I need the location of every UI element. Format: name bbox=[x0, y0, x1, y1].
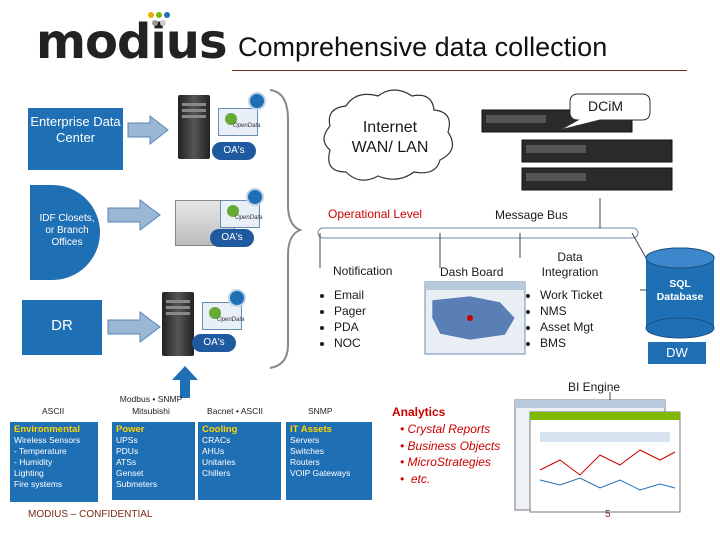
box-item: AHUs bbox=[202, 446, 225, 456]
box-item: Unitaries bbox=[202, 457, 236, 467]
box-item: Genset bbox=[116, 468, 144, 478]
integration-list: Work Ticket NMS Asset Mgt BMS bbox=[522, 287, 602, 351]
box-title: Cooling bbox=[202, 424, 238, 435]
dw-box bbox=[648, 342, 706, 364]
notification-item: Email bbox=[334, 287, 366, 303]
arrow-dr bbox=[107, 311, 161, 343]
cloud-label: Internet WAN/ LAN bbox=[338, 118, 442, 158]
analytics-item: • Crystal Reports bbox=[400, 422, 491, 436]
analytics-title: Analytics bbox=[392, 405, 446, 419]
box-item: ATSs bbox=[116, 457, 137, 467]
dashboard-label: Dash Board bbox=[440, 265, 504, 279]
operational-level-label: Operational Level bbox=[328, 207, 423, 221]
title-rule bbox=[232, 70, 687, 71]
data-integration-label: Data Integration bbox=[541, 250, 599, 279]
box-title: Power bbox=[116, 424, 145, 435]
modius-logo: modius bbox=[36, 14, 228, 70]
bi-engine-label: BI Engine bbox=[568, 380, 621, 394]
idf-branch-label: IDF Closets, or Branch Offices bbox=[39, 213, 95, 248]
enterprise-server bbox=[178, 95, 210, 159]
notification-item: NOC bbox=[334, 335, 366, 351]
connector-knob-3 bbox=[228, 289, 246, 307]
integration-item: Asset Mgt bbox=[540, 319, 602, 335]
connector-knob-2 bbox=[246, 188, 264, 206]
cloud-line-1: Internet bbox=[362, 119, 418, 136]
opendata-badge-3: OpenData bbox=[202, 302, 244, 330]
slide-title: Comprehensive data collection bbox=[238, 32, 608, 62]
it-assets-box: IT Assets Servers Switches Routers VOIP … bbox=[286, 422, 372, 500]
box-title: Environmental bbox=[14, 424, 80, 435]
box-item: Switches bbox=[290, 446, 325, 456]
box-item: - Humidity bbox=[14, 457, 53, 467]
notification-item: Pager bbox=[334, 303, 366, 319]
box-item: UPSs bbox=[116, 435, 138, 445]
notification-label: Notification bbox=[333, 264, 393, 278]
sql-database-label: SQL Database bbox=[656, 278, 704, 303]
integration-item: Work Ticket bbox=[540, 287, 602, 303]
protocol-mitsubishi: Mitsubishi bbox=[132, 406, 170, 416]
analytics-item: • MicroStrategies bbox=[400, 455, 491, 469]
arrow-idf bbox=[107, 199, 161, 231]
message-bus-bar bbox=[317, 227, 639, 239]
box-title: IT Assets bbox=[290, 424, 332, 435]
protocol-ascii: ASCII bbox=[42, 406, 65, 416]
dr-label: DR bbox=[51, 317, 73, 334]
box-item: VOIP Gateways bbox=[290, 468, 351, 478]
analytics-item: • etc. bbox=[400, 471, 431, 486]
oa-tag-3: OA's bbox=[192, 334, 236, 352]
notification-item: PDA bbox=[334, 319, 366, 335]
enterprise-label: Enterprise Data Center bbox=[30, 114, 121, 145]
bi-screen-2 bbox=[529, 411, 681, 513]
analytics-list: • Crystal Reports • Business Objects • M… bbox=[390, 421, 500, 487]
opendata-badge-1: OpenData bbox=[218, 108, 260, 136]
brace bbox=[269, 89, 303, 369]
analytics-item: • Business Objects bbox=[400, 438, 501, 453]
protocol-modbus: Modbus • SNMP bbox=[119, 394, 183, 404]
cloud-shape bbox=[323, 89, 454, 181]
arrow-enterprise bbox=[127, 114, 169, 146]
oa-tag-1: OA's bbox=[212, 142, 256, 160]
environmental-box: Environmental Wireless Sensors - Tempera… bbox=[10, 422, 98, 502]
box-item: Fire systems bbox=[14, 479, 63, 489]
message-bus-label: Message Bus bbox=[495, 208, 568, 222]
dw-label: DW bbox=[666, 345, 688, 360]
cloud-line-2: WAN/ LAN bbox=[351, 139, 429, 156]
footer-confidential: MODIUS – CONFIDENTIAL bbox=[28, 509, 153, 520]
integration-item: BMS bbox=[540, 335, 602, 351]
box-item: PDUs bbox=[116, 446, 139, 456]
box-item: Servers bbox=[290, 435, 320, 445]
dr-server bbox=[162, 292, 194, 356]
connector-knob-1 bbox=[248, 92, 266, 110]
arrow-up-dr bbox=[172, 366, 198, 398]
box-item: Routers bbox=[290, 457, 320, 467]
integration-item: NMS bbox=[540, 303, 602, 319]
page-number: 5 bbox=[605, 509, 611, 520]
dr-box: DR bbox=[22, 300, 102, 355]
box-item: Chillers bbox=[202, 468, 231, 478]
oa-tag-2: OA's bbox=[210, 229, 254, 247]
protocol-bacnet: Bacnet • ASCII bbox=[207, 406, 263, 416]
box-item: CRACs bbox=[202, 435, 231, 445]
protocol-snmp: SNMP bbox=[308, 406, 333, 416]
box-item: - Temperature bbox=[14, 446, 67, 456]
logo-dots bbox=[148, 12, 172, 28]
power-box: Power UPSs PDUs ATSs Genset Submeters bbox=[112, 422, 195, 500]
dcim-callout bbox=[559, 93, 651, 131]
dcim-label: DCiM bbox=[588, 98, 623, 114]
box-item: Submeters bbox=[116, 479, 158, 489]
enterprise-data-center-box: Enterprise Data Center bbox=[28, 108, 123, 170]
box-item: Wireless Sensors bbox=[14, 435, 81, 445]
cooling-box: Cooling CRACs AHUs Unitaries Chillers bbox=[198, 422, 281, 500]
box-item: Lighting bbox=[14, 468, 44, 478]
notification-list: Email Pager PDA NOC bbox=[316, 287, 366, 351]
